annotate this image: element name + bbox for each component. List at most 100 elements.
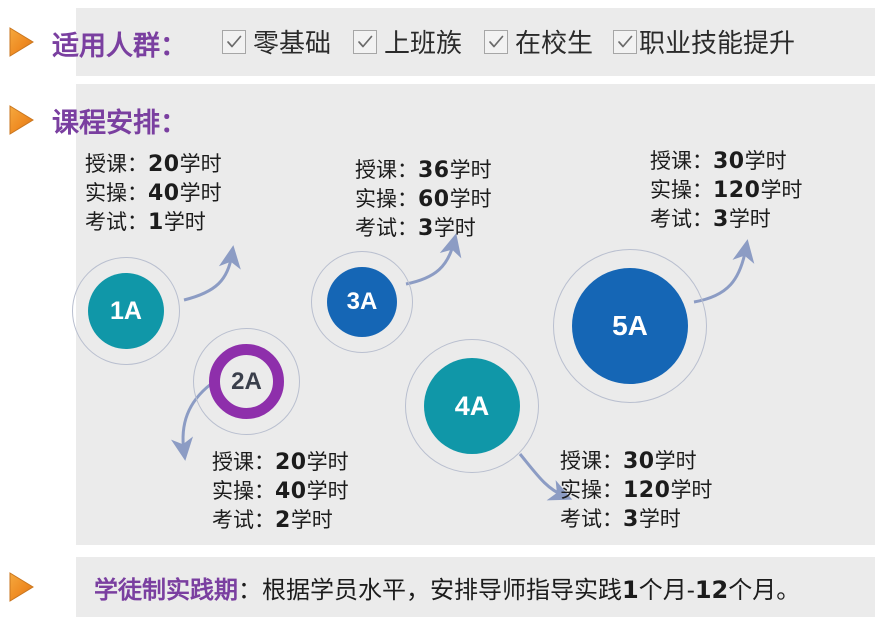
checkbox-label-2: 在校生 — [515, 29, 594, 59]
info-label: 考试： — [355, 216, 418, 240]
info-label: 考试： — [85, 210, 148, 234]
apprenticeship-body-before: 根据学员水平，安排导师指导实践 — [262, 576, 622, 604]
info-row: 授课：30学时 — [560, 447, 712, 476]
checkbox-item-1[interactable]: 上班族 — [353, 23, 462, 60]
info-label: 授课： — [212, 450, 275, 474]
apprenticeship-lead: 学徒制实践期 — [94, 575, 238, 604]
info-value: 3 — [713, 207, 729, 232]
info-row: 考试：3学时 — [560, 505, 712, 534]
info-value: 2 — [275, 508, 291, 533]
info-value: 60 — [418, 187, 450, 212]
orange-triangle-icon — [6, 571, 36, 603]
apprenticeship-range-start: 1 — [622, 576, 639, 604]
info-unit: 学时 — [654, 449, 697, 473]
checkbox-checked-icon[interactable] — [353, 29, 378, 54]
audience-checkbox-group: 零基础 上班族 在校生 职业技能提升 — [222, 23, 795, 60]
apprenticeship-panel — [76, 557, 875, 617]
info-value: 20 — [275, 450, 307, 475]
info-value: 40 — [148, 181, 180, 206]
info-row: 考试：2学时 — [212, 506, 349, 535]
node-5a[interactable]: 5A — [572, 268, 688, 384]
info-row: 授课：20学时 — [85, 150, 222, 179]
info-block-2a: 授课：20学时 实操：40学时 考试：2学时 — [212, 448, 349, 535]
info-row: 考试：3学时 — [355, 214, 492, 243]
orange-triangle-icon — [6, 104, 36, 136]
node-outer-ring-2a — [193, 328, 300, 435]
info-block-3a: 授课：36学时 实操：60学时 考试：3学时 — [355, 156, 492, 243]
info-unit: 学时 — [290, 508, 333, 532]
info-label: 实操： — [212, 479, 275, 503]
info-value: 20 — [148, 152, 180, 177]
apprenticeship-range-mid: 个月- — [638, 576, 695, 604]
node-outer-ring-1a — [72, 257, 180, 365]
checkbox-item-3[interactable]: 职业技能提升 — [613, 23, 795, 60]
info-unit: 学时 — [433, 216, 476, 240]
info-block-1a: 授课：20学时 实操：40学时 考试：1学时 — [85, 150, 222, 237]
info-value: 30 — [713, 149, 745, 174]
info-unit: 学时 — [638, 507, 681, 531]
info-label: 考试： — [212, 508, 275, 532]
info-value: 1 — [148, 210, 164, 235]
info-value: 120 — [623, 478, 671, 503]
checkbox-checked-icon[interactable] — [222, 29, 246, 54]
info-unit: 学时 — [179, 152, 222, 176]
apprenticeship-separator: ： — [238, 576, 262, 604]
info-unit: 学时 — [670, 478, 713, 502]
info-unit: 学时 — [744, 149, 787, 173]
info-row: 授课：36学时 — [355, 156, 492, 185]
checkbox-label-1: 上班族 — [384, 29, 463, 59]
info-block-4a: 授课：30学时 实操：120学时 考试：3学时 — [560, 447, 712, 534]
info-row: 实操：40学时 — [212, 477, 349, 506]
info-row: 实操：40学时 — [85, 179, 222, 208]
node-outer-ring-4a — [405, 339, 539, 473]
apprenticeship-body-after: 个月。 — [728, 576, 801, 604]
info-label: 授课： — [85, 152, 148, 176]
checkbox-item-2[interactable]: 在校生 — [484, 23, 593, 60]
info-unit: 学时 — [179, 181, 222, 205]
checkbox-label-0: 零基础 — [253, 29, 332, 59]
node-4a[interactable]: 4A — [424, 358, 520, 454]
info-row: 授课：20学时 — [212, 448, 349, 477]
info-label: 考试： — [650, 207, 713, 231]
info-label: 考试： — [560, 507, 623, 531]
info-row: 考试：1学时 — [85, 208, 222, 237]
info-value: 40 — [275, 479, 307, 504]
info-label: 授课： — [650, 149, 713, 173]
info-value: 30 — [623, 449, 655, 474]
info-row: 考试：3学时 — [650, 205, 802, 234]
info-value: 120 — [713, 178, 761, 203]
info-unit: 学时 — [163, 210, 206, 234]
checkbox-label-3: 职业技能提升 — [639, 29, 796, 59]
orange-triangle-icon — [6, 26, 36, 58]
info-row: 实操：120学时 — [560, 476, 712, 505]
info-value: 3 — [418, 216, 434, 241]
info-row: 实操：60学时 — [355, 185, 492, 214]
info-label: 实操： — [560, 478, 623, 502]
info-label: 授课： — [355, 158, 418, 182]
info-label: 实操： — [85, 181, 148, 205]
info-block-5a: 授课：30学时 实操：120学时 考试：3学时 — [650, 147, 802, 234]
apprenticeship-range-end: 12 — [694, 576, 729, 604]
checkbox-item-0[interactable]: 零基础 — [222, 23, 331, 60]
info-unit: 学时 — [306, 450, 349, 474]
info-unit: 学时 — [449, 187, 492, 211]
audience-panel — [76, 8, 875, 76]
info-unit: 学时 — [306, 479, 349, 503]
info-unit: 学时 — [728, 207, 771, 231]
info-label: 实操： — [650, 178, 713, 202]
info-unit: 学时 — [760, 178, 803, 202]
schedule-label: 课程安排： — [52, 108, 187, 139]
node-2a[interactable]: 2A — [209, 344, 284, 419]
node-outer-ring-3a — [311, 251, 413, 353]
node-1a[interactable]: 1A — [88, 273, 164, 349]
checkbox-checked-icon[interactable] — [613, 29, 638, 54]
info-value: 36 — [418, 158, 450, 183]
info-label: 实操： — [355, 187, 418, 211]
node-outer-ring-5a — [553, 249, 707, 403]
info-unit: 学时 — [449, 158, 492, 182]
info-value: 3 — [623, 507, 639, 532]
info-row: 实操：120学时 — [650, 176, 802, 205]
checkbox-checked-icon[interactable] — [484, 29, 509, 54]
node-3a[interactable]: 3A — [327, 267, 397, 337]
